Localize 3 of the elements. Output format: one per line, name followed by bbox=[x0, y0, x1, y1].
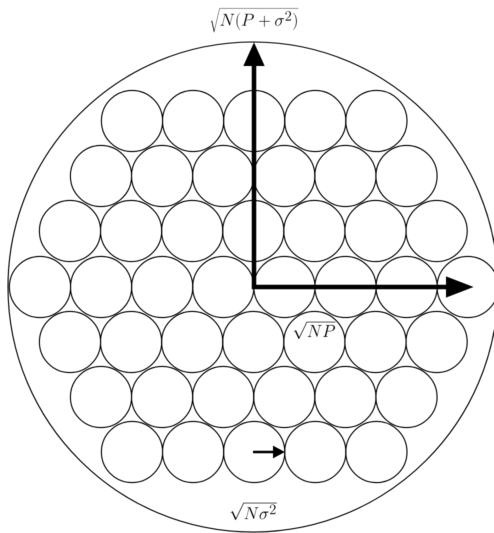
formula-label: $\sqrt{N\sigma^2}$ bbox=[230, 502, 277, 520]
formula-label: $\sqrt{N(P+\sigma^2)}$ bbox=[210, 8, 298, 32]
formula-label: $\sqrt{NP}$ bbox=[294, 322, 336, 339]
